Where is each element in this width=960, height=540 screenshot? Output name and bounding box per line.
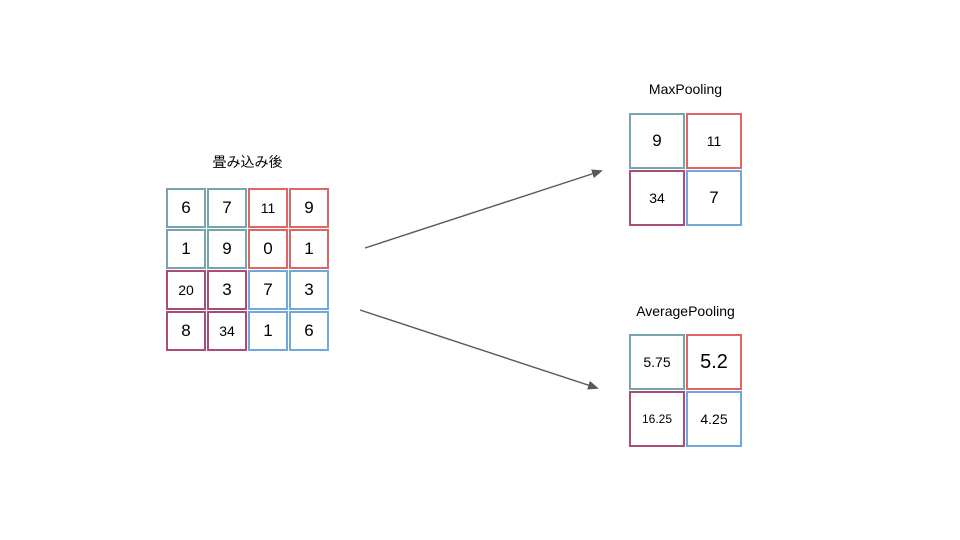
matrix-cell: 0 xyxy=(248,229,288,269)
matrix-cell: 9 xyxy=(207,229,247,269)
matrix-cell: 9 xyxy=(289,188,329,228)
arrow-to-maxpooling xyxy=(364,169,603,249)
matrix-cell: 6 xyxy=(166,188,206,228)
matrix-cell: 20 xyxy=(166,270,206,310)
conv-matrix-title: 畳み込み後 xyxy=(212,154,283,170)
matrix-cell: 5.75 xyxy=(629,334,685,390)
arrow-to-averagepooling xyxy=(359,309,599,390)
matrix-cell: 4.25 xyxy=(686,391,742,447)
maxpooling-matrix: 9 11 34 7 xyxy=(629,113,742,226)
conv-matrix: 6 7 11 9 1 9 0 1 20 3 7 3 8 34 1 6 xyxy=(166,188,329,351)
matrix-cell: 7 xyxy=(207,188,247,228)
matrix-cell: 11 xyxy=(248,188,288,228)
averagepooling-title: AveragePooling xyxy=(636,303,735,319)
matrix-cell: 7 xyxy=(686,170,742,226)
matrix-cell: 11 xyxy=(686,113,742,169)
averagepooling-matrix: 5.75 5.2 16.25 4.25 xyxy=(629,334,742,447)
matrix-cell: 34 xyxy=(207,311,247,351)
matrix-cell: 3 xyxy=(207,270,247,310)
matrix-cell: 5.2 xyxy=(686,334,742,390)
matrix-cell: 16.25 xyxy=(629,391,685,447)
matrix-cell: 7 xyxy=(248,270,288,310)
maxpooling-title: MaxPooling xyxy=(648,81,723,97)
matrix-cell: 34 xyxy=(629,170,685,226)
matrix-cell: 6 xyxy=(289,311,329,351)
matrix-cell: 1 xyxy=(248,311,288,351)
matrix-cell: 3 xyxy=(289,270,329,310)
matrix-cell: 8 xyxy=(166,311,206,351)
matrix-cell: 1 xyxy=(289,229,329,269)
matrix-cell: 1 xyxy=(166,229,206,269)
matrix-cell: 9 xyxy=(629,113,685,169)
